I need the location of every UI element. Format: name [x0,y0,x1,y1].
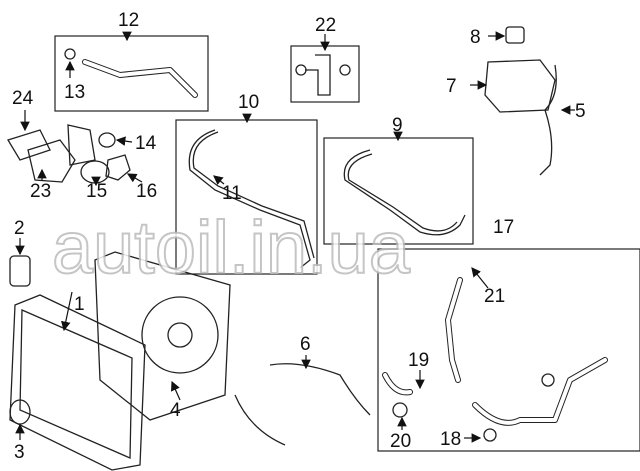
callout-2: 2 [14,218,25,239]
bracket-part [295,54,351,96]
callout-22: 22 [315,15,336,36]
callout-16: 16 [136,181,157,202]
radiator-part [9,294,146,471]
callout-9: 9 [392,115,403,136]
callout-21: 21 [484,286,505,307]
callout-10: 10 [238,92,259,113]
callout-19: 19 [408,350,429,371]
callout-20: 20 [390,431,411,452]
hose-part-17 [382,277,608,442]
hose-part-9 [343,149,466,236]
callout-15: 15 [86,181,107,202]
callout-1: 1 [74,294,85,315]
hose-part-10 [188,129,315,269]
callout-4: 4 [170,400,181,421]
fan-shroud-part [94,251,231,421]
callout-13: 13 [64,82,85,103]
wire-harness-part [234,363,371,446]
mount-part-2 [9,255,31,287]
callout-24: 24 [12,88,34,109]
callout-7: 7 [446,76,457,97]
callout-6: 6 [300,334,311,355]
callout-18: 18 [440,429,461,450]
callout-12: 12 [118,10,139,31]
callout-14: 14 [135,133,157,154]
callout-8: 8 [470,27,481,48]
thermostat-parts [7,124,131,184]
watermark: autoil.in.ua [52,206,411,289]
callout-5-hose: 5 [575,101,586,122]
callout-17: 17 [493,217,514,238]
reservoir-part [484,26,557,176]
group-box-17 [377,248,640,452]
callout-3: 3 [14,442,25,463]
callout-11: 11 [222,183,242,204]
callout-23: 23 [30,181,51,202]
water-pipe-part [64,48,198,98]
callout-arrows [15,31,575,443]
